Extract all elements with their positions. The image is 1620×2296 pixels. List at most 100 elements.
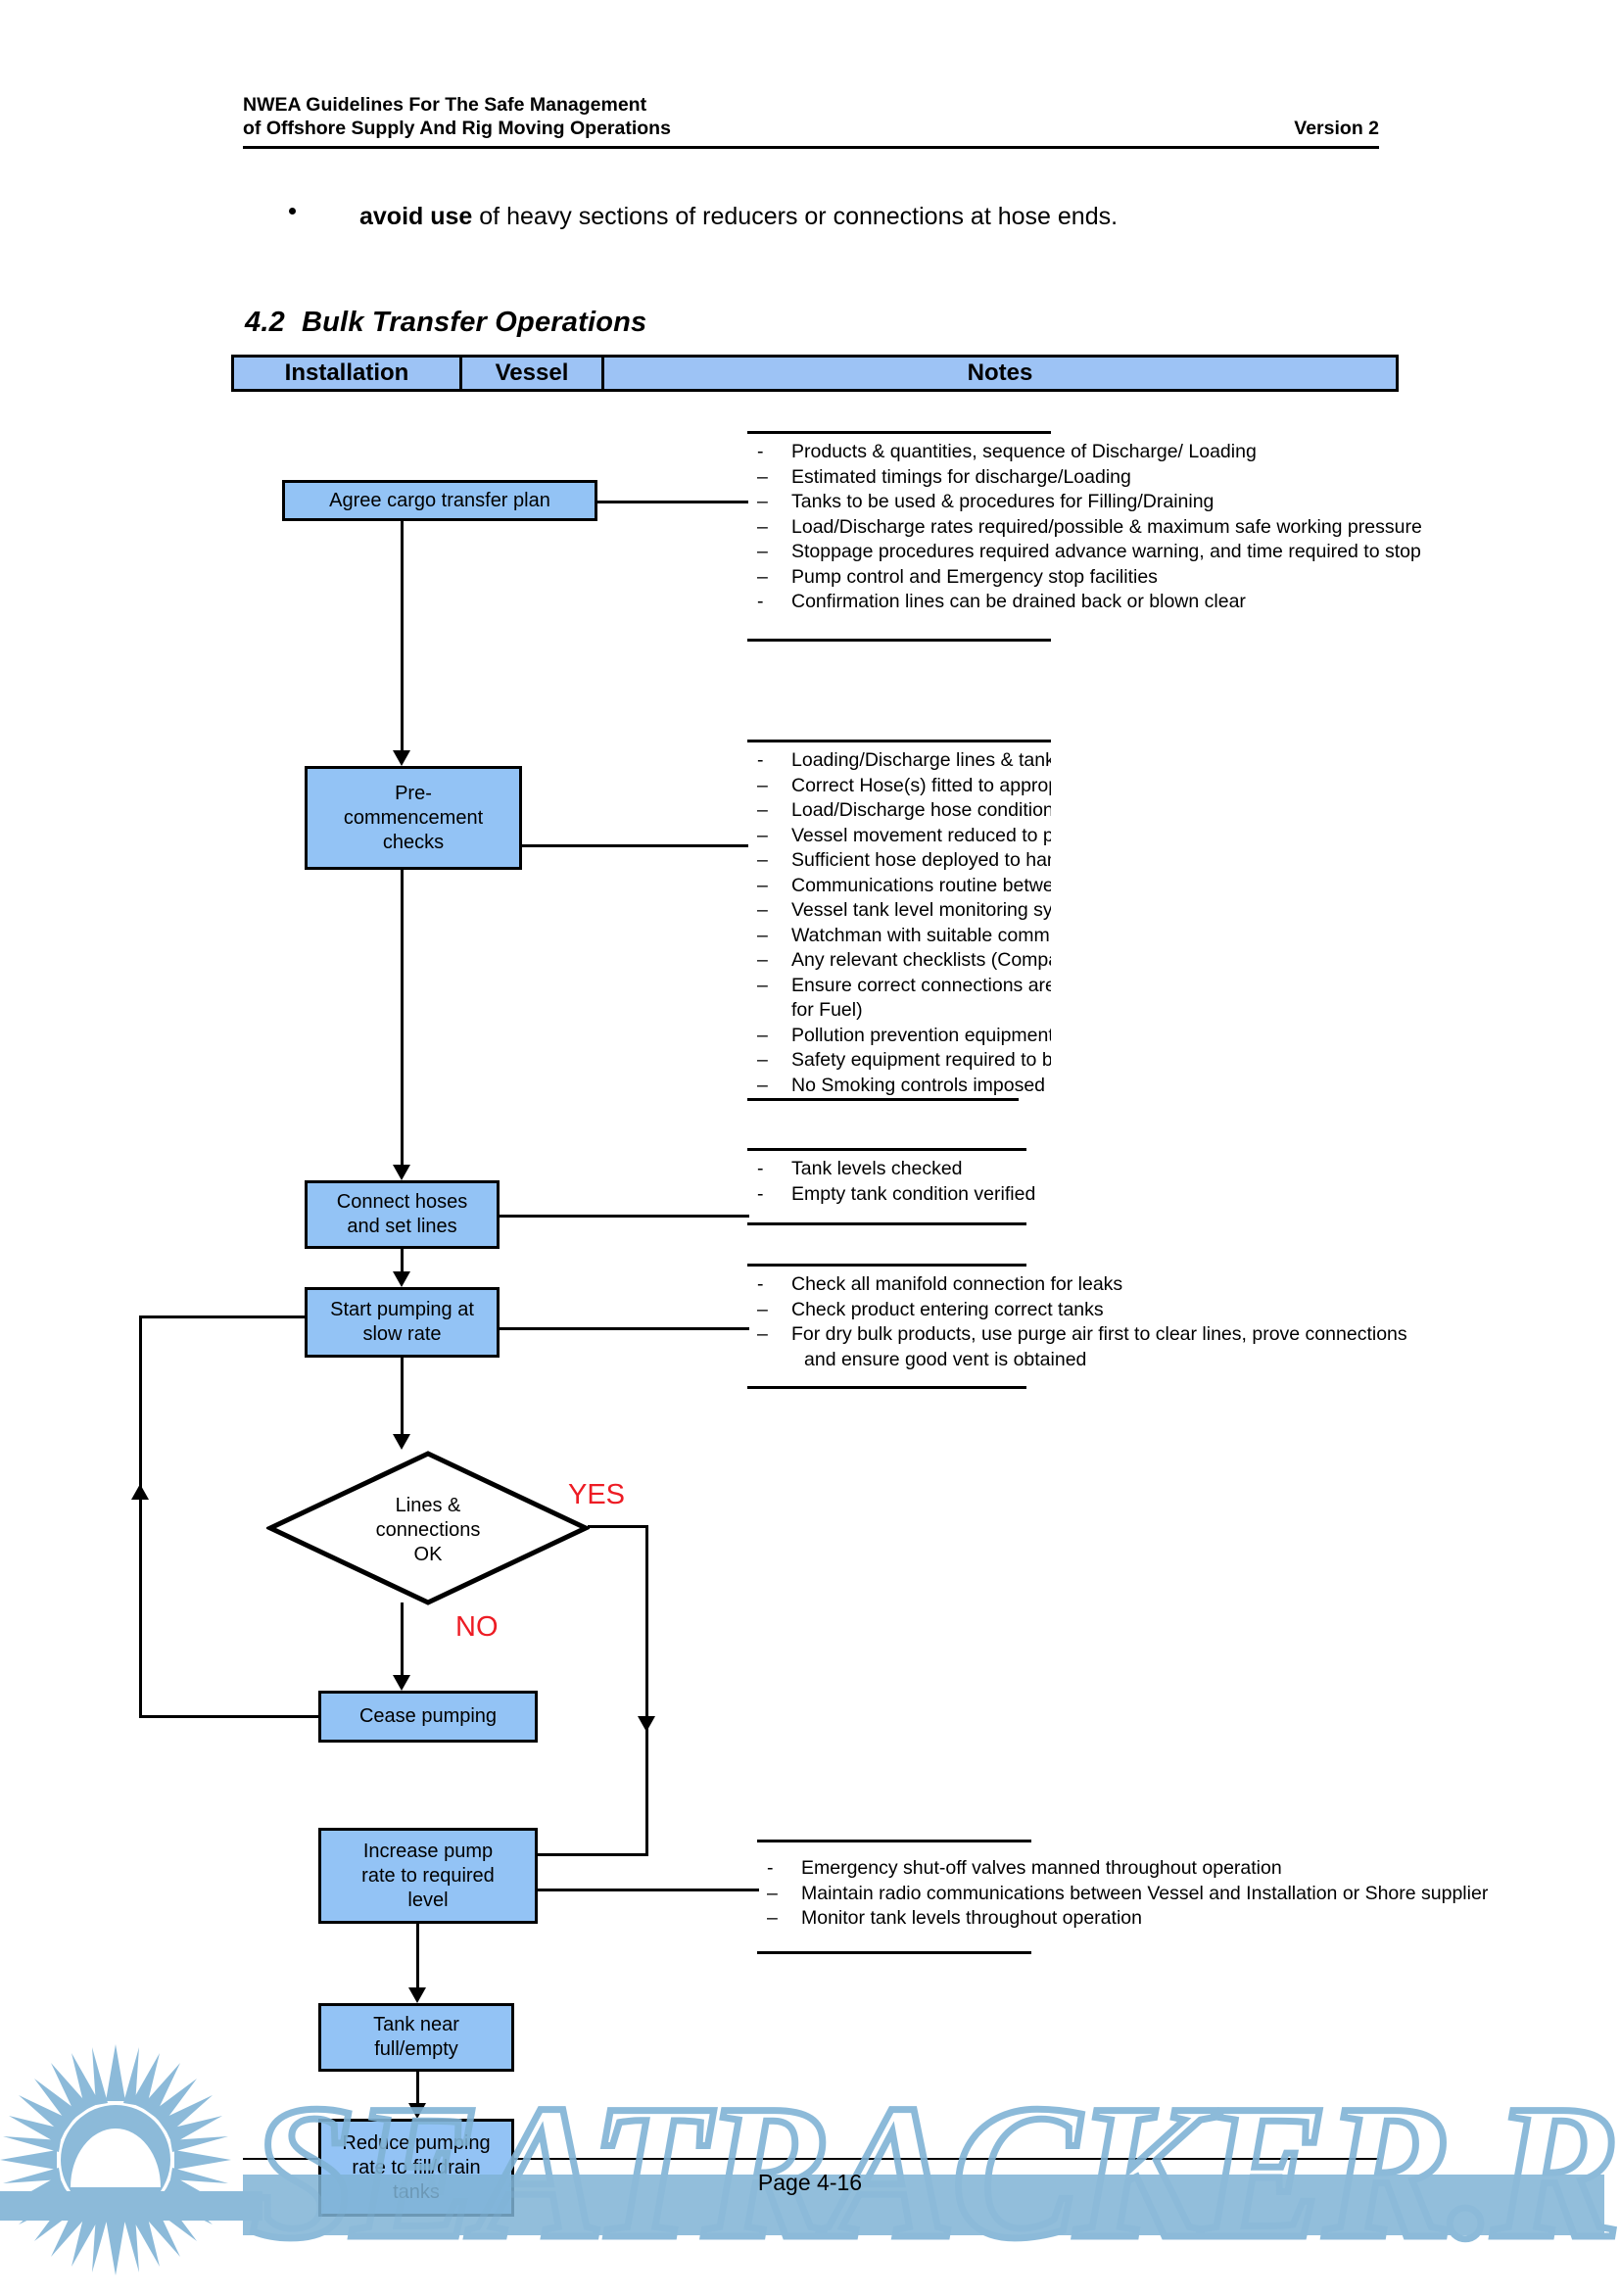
note-item: –Vessel tank level monitoring system is … bbox=[747, 898, 1051, 924]
note-text: Empty tank condition verified bbox=[791, 1182, 1036, 1205]
notes-list: -Loading/Discharge lines & tank valves c… bbox=[747, 742, 1051, 1104]
note-text: and ensure good vent is obtained bbox=[804, 1348, 1087, 1370]
notes-group-increase-pump-rate: -Emergency shut-off valves manned throug… bbox=[757, 1840, 1488, 1954]
connector-cease-loop-vertical bbox=[139, 1315, 142, 1718]
note-item: –No Smoking controls imposed bbox=[747, 1074, 1051, 1099]
arrowhead-loop-up bbox=[131, 1484, 149, 1500]
flow-box-increase-pump-rate[interactable]: Increase pump rate to required level bbox=[318, 1828, 538, 1924]
notes-list: - Tank levels checked - Empty tank conditi… bbox=[747, 1151, 1035, 1213]
note-item: –Estimated timings for discharge/Loading bbox=[747, 465, 1131, 491]
note-text: Tank levels checked bbox=[791, 1158, 963, 1179]
note-dash-icon: – bbox=[757, 824, 768, 846]
note-dash-icon: – bbox=[757, 774, 768, 796]
document-title: NWEA Guidelines For The Safe Management … bbox=[243, 94, 671, 139]
note-item: –Pollution prevention equipment and proc… bbox=[747, 1024, 1051, 1049]
branch-label-no: NO bbox=[455, 1611, 499, 1643]
flow-box-reduce-pumping-rate[interactable]: Reduce pumping rate to fill/drain tanks bbox=[318, 2119, 514, 2217]
note-dash-icon: – bbox=[757, 799, 768, 821]
note-text: for Fuel) bbox=[791, 999, 863, 1021]
flow-box-agree-cargo-transfer-plan[interactable]: Agree cargo transfer plan bbox=[282, 480, 597, 521]
note-text: Communications routine between all parti… bbox=[791, 874, 1051, 896]
note-item-continuation: and ensure good vent is obtained bbox=[747, 1348, 1086, 1373]
bullet-item: avoid use of heavy sections of reducers … bbox=[289, 199, 1317, 234]
note-text: Vessel tank level monitoring system is p… bbox=[791, 899, 1051, 921]
note-item: –Check product entering correct tanks bbox=[747, 1298, 1104, 1323]
note-dash-icon: – bbox=[757, 924, 768, 946]
note-item: –Stoppage procedures required advance wa… bbox=[747, 540, 1421, 565]
note-dash-icon: – bbox=[757, 874, 768, 896]
bullet-lead: avoid use bbox=[359, 203, 473, 230]
arrowhead-cease bbox=[393, 1675, 410, 1691]
arrowhead-connect bbox=[393, 1165, 410, 1180]
notes-top-rule bbox=[757, 1840, 1031, 1842]
note-text: Check product entering correct tanks bbox=[791, 1298, 1104, 1320]
notes-bottom-rule bbox=[747, 1222, 1026, 1225]
note-item: - Tank levels checked bbox=[747, 1157, 1026, 1182]
connector-tank-to-reduce bbox=[416, 2072, 419, 2103]
notes-bottom-rule bbox=[757, 1950, 1031, 1954]
note-dash-icon: – bbox=[757, 949, 768, 971]
connector-decision-yes-horizontal bbox=[588, 1525, 648, 1528]
note-dash-icon: - bbox=[757, 1158, 764, 1179]
note-item: –Load/Discharge rates required/possible … bbox=[747, 515, 1422, 541]
note-item: –Safety equipment required to be availab… bbox=[747, 1048, 1051, 1074]
note-item: – Any relevant checklists (Company/danger… bbox=[747, 948, 1051, 974]
note-text: Safety equipment required to be availabl… bbox=[791, 1049, 1051, 1071]
arrowhead-reduce bbox=[408, 2103, 426, 2119]
arrowhead-decision bbox=[393, 1434, 410, 1450]
flow-box-connect-hoses-and-set-lines[interactable]: Connect hoses and set lines bbox=[305, 1180, 500, 1249]
header-divider bbox=[243, 146, 1379, 149]
flow-decision-lines-connections-ok[interactable] bbox=[266, 1450, 590, 1606]
note-text: Pump control and Emergency stop faciliti… bbox=[791, 565, 1158, 588]
flow-box-pre-commencement-checks[interactable]: Pre- commencement checks bbox=[305, 766, 522, 870]
note-text: Products & quantities, sequence of Disch… bbox=[791, 441, 1257, 462]
notes-group-pre-commencement-checks: -Loading/Discharge lines & tank valves c… bbox=[747, 740, 1051, 1107]
branch-label-yes: YES bbox=[568, 1479, 626, 1510]
arrowhead-yes-down bbox=[638, 1716, 655, 1732]
note-dash-icon: – bbox=[757, 491, 768, 512]
notes-group-connect-hoses: - Tank levels checked - Empty tank conditi… bbox=[747, 1148, 1035, 1225]
note-text: Confirmation lines can be drained back o… bbox=[791, 591, 1246, 612]
note-text: Tanks to be used & procedures for Fillin… bbox=[791, 491, 1215, 512]
notes-list: -Check all manifold connection for leaks… bbox=[747, 1267, 1407, 1378]
note-dash-icon: - bbox=[757, 749, 764, 771]
footer-divider bbox=[243, 2158, 1379, 2160]
note-text: Monitor tank levels throughout operation bbox=[801, 1907, 1142, 1929]
note-item-continuation: for Fuel) bbox=[747, 998, 1051, 1024]
note-item: -Emergency shut-off valves manned throug… bbox=[757, 1856, 1282, 1882]
arrowhead-pre bbox=[393, 750, 410, 766]
note-text: For dry bulk products, use purge air fir… bbox=[791, 1323, 1407, 1345]
note-item: – For dry bulk products, use purge air fi… bbox=[747, 1322, 1407, 1348]
note-dash-icon: – bbox=[757, 515, 768, 538]
note-text: Pollution prevention equipment and proce… bbox=[791, 1024, 1051, 1046]
connector-decision-yes-vertical bbox=[645, 1525, 648, 1856]
note-item: –Ensure correct connections are used (ha… bbox=[747, 974, 1051, 999]
bullet-text: avoid use of heavy sections of reducers … bbox=[359, 199, 1317, 234]
page-number: Page 4-16 bbox=[757, 2170, 863, 2195]
notes-top-rule bbox=[747, 1264, 1026, 1267]
flow-box-tank-near-full-empty[interactable]: Tank near full/empty bbox=[318, 2003, 514, 2072]
note-item: –Pump control and Emergency stop facilit… bbox=[747, 565, 1158, 591]
notes-pre-bottom-rule bbox=[747, 1098, 1019, 1101]
connector-yes-into-increase bbox=[535, 1853, 648, 1856]
note-item: –Watchman with suitable communication eq… bbox=[747, 924, 1051, 949]
note-text: Sufficient hose deployed to handle rangi… bbox=[791, 849, 1051, 871]
note-text: Any relevant checklists (Company/dangero… bbox=[791, 949, 1051, 971]
watermark-seatracker: SEATRACKER.RU bbox=[0, 2033, 1620, 2291]
column-header-notes: Notes bbox=[967, 359, 1033, 386]
connector-cease-loop-top bbox=[139, 1315, 308, 1318]
flow-box-cease-pumping[interactable]: Cease pumping bbox=[318, 1691, 538, 1743]
note-text: Check all manifold connection for leaks bbox=[791, 1273, 1123, 1295]
note-dash-icon: – bbox=[757, 565, 768, 588]
column-header-vessel: Vessel bbox=[462, 358, 604, 389]
leader-connect-to-notes bbox=[499, 1215, 749, 1218]
flow-box-start-pumping-at-slow-rate[interactable]: Start pumping at slow rate bbox=[305, 1287, 500, 1358]
note-dash-icon: – bbox=[757, 1074, 768, 1096]
note-text: Ensure correct connections are used (ham… bbox=[791, 974, 1051, 996]
note-text: Stoppage procedures required advance war… bbox=[791, 541, 1421, 562]
note-item: –Load/Discharge hose condition bbox=[747, 798, 1051, 824]
flow-decision-label: Lines & connections OK bbox=[375, 1495, 481, 1565]
note-dash-icon: – bbox=[757, 1323, 768, 1345]
note-dash-icon: - bbox=[757, 441, 764, 462]
